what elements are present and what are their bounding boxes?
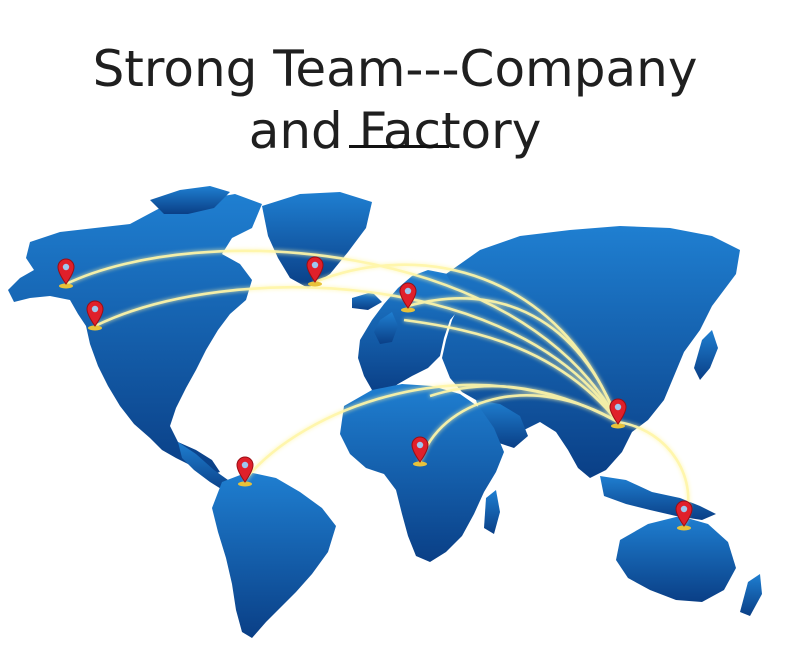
title-divider (349, 145, 449, 148)
title-line-1: Strong Team---Company (92, 39, 698, 98)
location-pin-icon (411, 436, 429, 467)
location-pin-icon (675, 500, 693, 531)
route-china-africa-west (429, 384, 619, 424)
continent-arctic-islands (150, 186, 230, 214)
continent-british-isles (374, 312, 398, 344)
continent-australia (616, 516, 736, 602)
continent-madagascar (484, 490, 500, 534)
location-pin-icon (86, 300, 104, 331)
location-pins (57, 256, 693, 531)
continent-greenland (262, 192, 372, 288)
continent-north-america (8, 194, 262, 476)
continent-central-america (178, 442, 236, 492)
route-china-europe (403, 318, 620, 423)
world-map (0, 180, 790, 664)
continent-iceland (352, 292, 382, 310)
location-pin-icon (306, 256, 324, 287)
page-title: Strong Team---Company and Factory (0, 38, 790, 162)
route-china-alaska (65, 249, 620, 423)
location-pin-icon (609, 398, 627, 429)
location-pin-icon (236, 456, 254, 487)
route-china-canada (94, 286, 620, 423)
location-pin-icon (399, 282, 417, 313)
continent-africa (340, 384, 504, 562)
continent-southeast-asia (600, 476, 716, 520)
continent-japan (694, 330, 718, 380)
continent-europe (358, 270, 470, 394)
title-line-2: and Factory (248, 101, 542, 160)
continent-arabia (476, 400, 528, 448)
route-china-scandinavia (407, 297, 620, 423)
location-pin-icon (57, 258, 75, 289)
continent-south-america (212, 472, 336, 638)
world-map-svg (8, 186, 762, 638)
continent-new-zealand (740, 574, 762, 616)
